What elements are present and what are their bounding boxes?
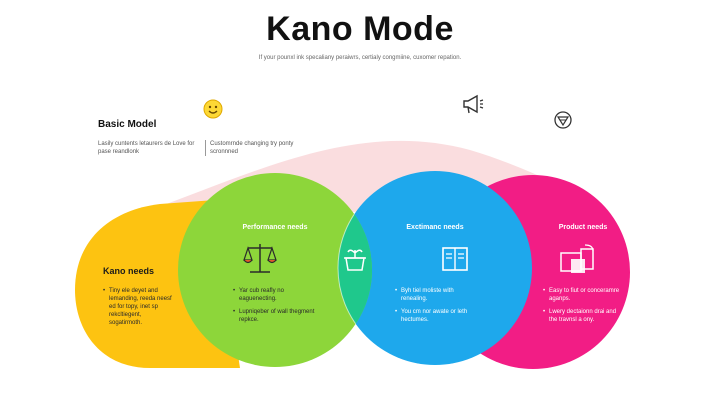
list-item: Byh tiel moliste with renealing. xyxy=(395,287,473,303)
smiley-icon xyxy=(203,99,223,119)
megaphone-icon xyxy=(463,94,484,114)
product-needs-bullets: Easy to fiut or conceramre aganps. Lwery… xyxy=(543,287,621,329)
basic-model-title: Basic Model xyxy=(98,119,157,130)
page-subtitle: If your pounxl ink specaliany peraiwrs, … xyxy=(258,55,462,61)
list-item: Lupniqeber of wall thegment repkce. xyxy=(233,308,315,324)
performance-needs-bullets: Yar cub reafly no eaguenecting. Lupniqeb… xyxy=(233,287,315,329)
list-item: Tiny ele deyet and lemanding, reeda nees… xyxy=(103,287,175,327)
plant-box-icon xyxy=(344,249,366,271)
product-needs-title: Product needs xyxy=(558,224,608,231)
book-icon xyxy=(442,247,468,271)
kano-needs-bullets: Tiny ele deyet and lemanding, reeda nees… xyxy=(103,287,175,332)
list-item: Lwery dectaionn drai and the travnsl a o… xyxy=(543,308,621,324)
page-title: Kano Mode xyxy=(266,10,454,48)
kano-needs-title: Kano needs xyxy=(103,266,155,276)
scales-icon xyxy=(243,244,277,273)
list-item: Yar cub reafly no eaguenecting. xyxy=(233,287,315,303)
performance-needs-title: Performance needs xyxy=(242,224,308,231)
excitement-needs-bullets: Byh tiel moliste with renealing. You cm … xyxy=(395,287,473,329)
devices-icon xyxy=(560,244,594,273)
list-item: Easy to fiut or conceramre aganps. xyxy=(543,287,621,303)
performance-needs-circle xyxy=(178,173,372,367)
basic-model-right-text: Customrnde changing try ponty scronnned xyxy=(205,140,310,156)
basic-model-left-text: Lasily cuntents letaurers de Love for pa… xyxy=(98,141,195,155)
excitement-needs-title: Exctimanc needs xyxy=(406,224,464,231)
excitement-needs-circle xyxy=(338,171,532,365)
list-item: You cm nor awate or leth hectumes. xyxy=(395,308,473,324)
badge-icon xyxy=(554,111,572,129)
